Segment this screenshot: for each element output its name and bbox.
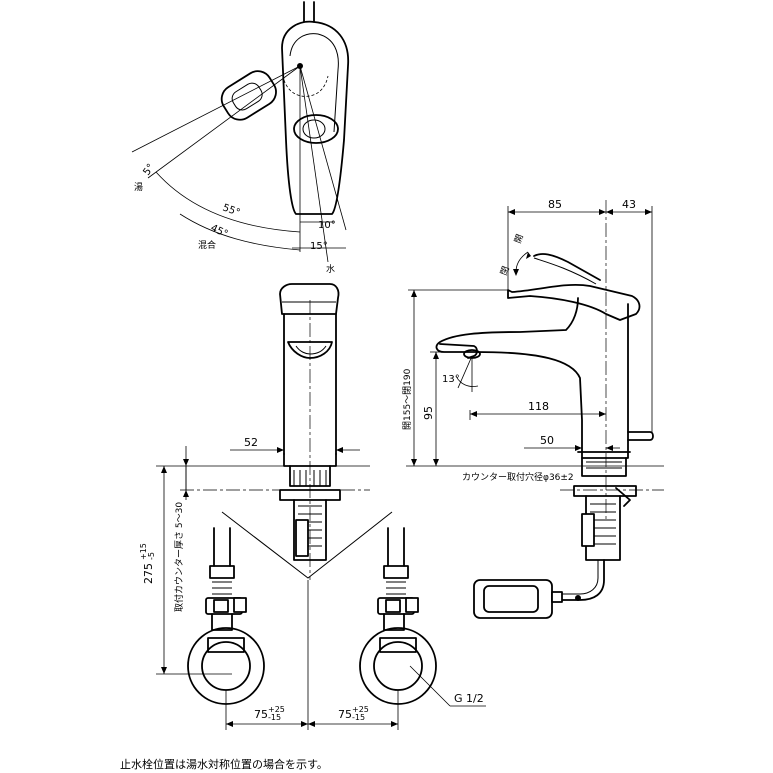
label-angle-10: 10° xyxy=(318,220,336,231)
label-dim-75-right: 75 xyxy=(338,708,352,721)
right-supply xyxy=(359,527,437,705)
top-spout-outlet xyxy=(302,119,326,139)
front-dimensions: 275 +15 -5 取付カウンター厚さ 5〜30 xyxy=(139,446,370,675)
side-view: 85 43 開 閉 開155〜閉190 95 13° 118 xyxy=(402,198,664,619)
front-lever xyxy=(279,283,340,315)
top-spout-ring xyxy=(293,114,339,144)
front-body xyxy=(283,313,337,455)
side-body xyxy=(435,297,629,459)
footnote: 止水栓位置は湯水対称位置の場合を示す。 xyxy=(120,757,328,771)
label-angle-45: 45° xyxy=(209,223,230,240)
label-angle-5: 5° xyxy=(141,162,157,178)
label-dim-height: 開155〜閉190 xyxy=(402,368,413,430)
label-tol-75-right-lower: -15 xyxy=(352,713,365,722)
label-angle-55: 55° xyxy=(221,202,241,218)
label-tol-275-lower: -5 xyxy=(147,552,156,560)
label-open: 開 xyxy=(512,233,525,245)
front-shank xyxy=(293,499,327,561)
label-tol-275-upper: +15 xyxy=(139,543,148,560)
label-dim-43: 43 xyxy=(622,198,636,211)
top-lever-rotated-inner xyxy=(231,82,263,111)
label-tol-75-right-upper: +25 xyxy=(352,705,369,714)
top-body-inner xyxy=(289,33,339,133)
label-dim-118: 118 xyxy=(528,400,549,413)
arc-45 xyxy=(179,213,301,251)
top-lever-stem xyxy=(303,1,315,23)
label-cold: 水 xyxy=(326,263,335,275)
label-dim-50: 50 xyxy=(540,434,554,447)
top-lever-rotated xyxy=(220,70,277,121)
label-dim-75-left: 75 xyxy=(254,708,268,721)
front-view: 52 xyxy=(230,283,360,580)
label-close: 閉 xyxy=(498,265,511,277)
label-counter-hole: カウンター取付穴径φ36±2 xyxy=(462,471,574,483)
top-pivot-arc xyxy=(283,75,329,97)
top-body-outline xyxy=(281,20,349,215)
label-thread: G 1/2 xyxy=(454,692,484,705)
label-counter-thickness: 取付カウンター厚さ 5〜30 xyxy=(174,502,185,612)
label-mix: 混合 xyxy=(198,239,216,251)
side-lever xyxy=(507,284,641,321)
label-dim-95: 95 xyxy=(422,406,435,420)
label-tol-75-left-lower: -15 xyxy=(268,713,281,722)
label-tol-75-left-upper: +25 xyxy=(268,705,285,714)
label-dim-85: 85 xyxy=(548,198,562,211)
label-dim-52: 52 xyxy=(244,436,258,449)
label-dim-275: 275 xyxy=(142,563,155,584)
label-angle-15: 15° xyxy=(310,241,328,252)
left-supply xyxy=(187,527,265,705)
label-angle-13: 13° xyxy=(442,374,460,385)
top-view: 5° 湯 55° 45° 10° 混合 15° 水 xyxy=(131,1,349,275)
label-hot: 湯 xyxy=(134,182,143,193)
arc-55 xyxy=(155,171,301,233)
supply-hoses: G 1/2 75 +25 -15 75 +25 -15 xyxy=(187,511,486,730)
